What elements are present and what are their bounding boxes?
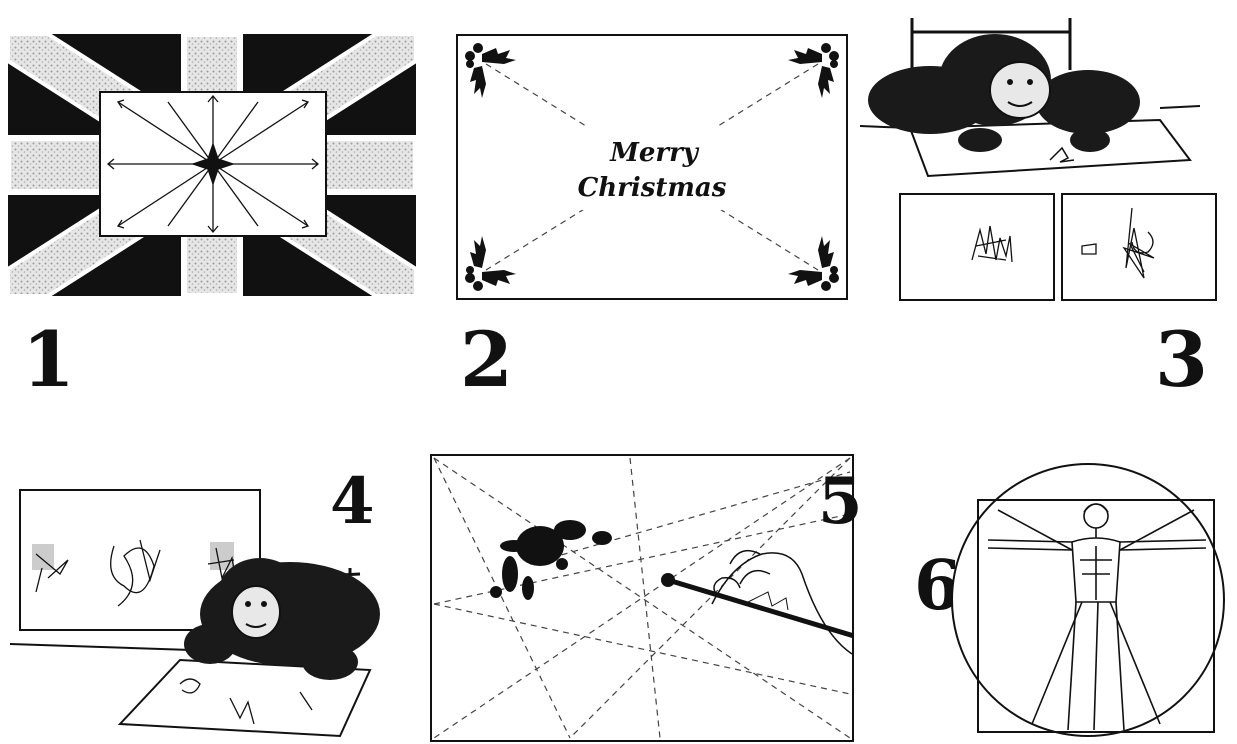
panel-3-chimp-drawing xyxy=(860,10,1220,310)
panel-number-3: 3 xyxy=(1155,322,1208,398)
panel-number-4: 4 xyxy=(330,470,375,534)
panel-number-1: 1 xyxy=(22,322,75,398)
panel-1-flag xyxy=(8,34,416,296)
panel-6-vitruvian xyxy=(948,450,1230,742)
card-line-2: Christmas xyxy=(578,173,727,203)
starburst xyxy=(108,96,318,232)
panel-number-2: 2 xyxy=(460,322,513,398)
card-line-1: Merry xyxy=(609,138,700,168)
panel-2-christmas-card: Merry Christmas xyxy=(456,34,848,300)
panel-number-5: 5 xyxy=(818,470,863,534)
union-flag-icon xyxy=(8,34,416,296)
panel-5-paint-splat xyxy=(430,454,854,742)
scribble-frame-left xyxy=(900,194,1054,300)
vitruvian-man-icon xyxy=(948,450,1230,742)
scribble-frame-right xyxy=(1062,194,1216,300)
